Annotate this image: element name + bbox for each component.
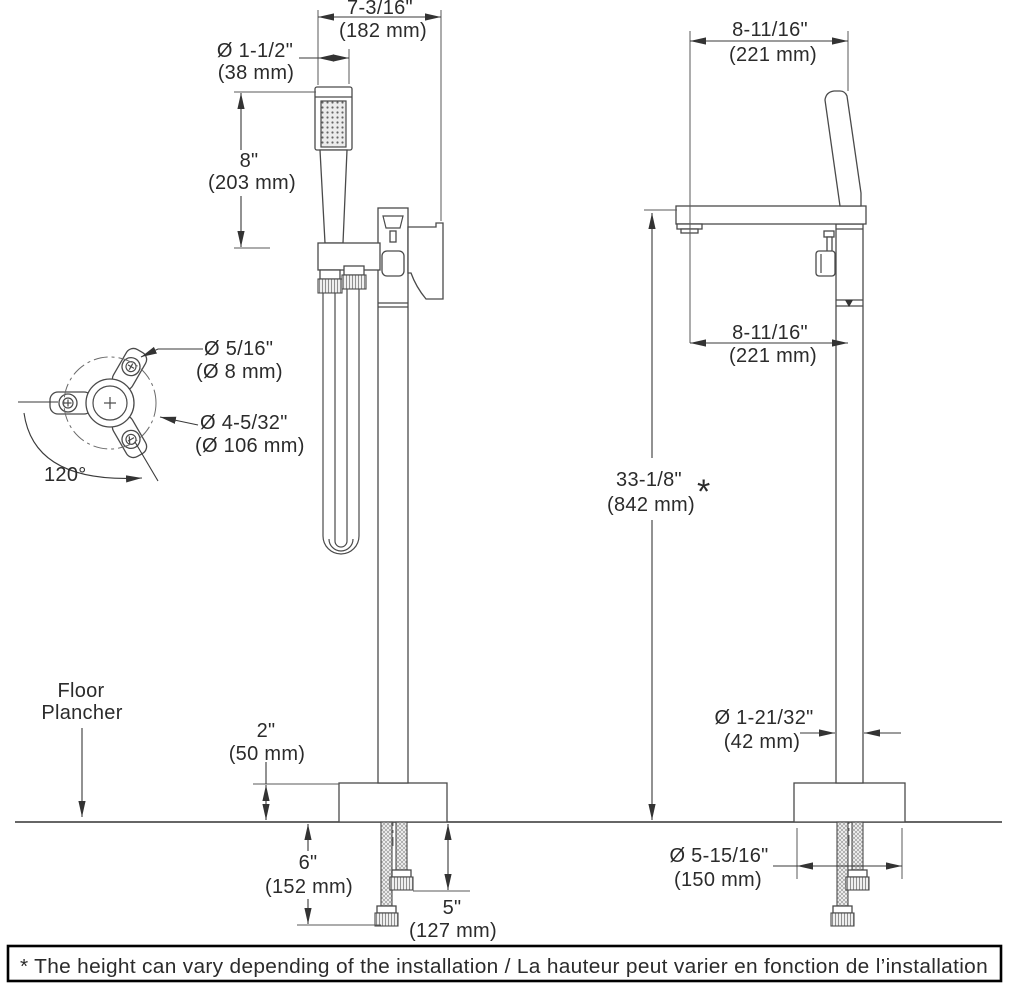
dim-label: 7-3/16" [347,0,413,19]
faucet-base-front [793,782,906,823]
dim-spout-reach-mid: 8-11/16" (221 mm) [690,322,848,367]
dim-spout-reach-top: 8-11/16" (221 mm) [689,19,849,343]
dim-label: (221 mm) [729,345,817,367]
dim-label: (203 mm) [208,172,296,194]
dim-supply-short: 5" (127 mm) [409,824,497,942]
front-view [675,90,906,927]
dim-label: (221 mm) [729,44,817,66]
dim-label: Ø 5-15/16" [669,845,768,867]
supply-hose-short-front [845,821,870,891]
supply-hose-short-side [389,821,414,891]
dim-label: 8-11/16" [732,322,808,344]
dim-mount-hole-diameter: Ø 5/16" (Ø 8 mm) [140,338,283,383]
height-asterisk: * [697,473,711,511]
dim-label: Ø 1-21/32" [714,707,813,729]
dim-label: 120° [44,464,87,486]
dim-label: 8-11/16" [732,19,808,41]
note-text: * The height can vary depending of the i… [20,956,988,978]
hose-nut-left [317,278,343,294]
dim-label: (150 mm) [674,869,762,891]
dim-label: (Ø 8 mm) [196,361,283,383]
faucet-column-front [835,223,864,784]
floor-label-fr: Plancher [41,702,122,724]
side-view [314,86,448,927]
dim-label: 33-1/8" [616,469,682,491]
dim-label: 2" [257,720,276,742]
note-box: * The height can vary depending of the i… [6,944,1003,983]
dim-base-height: 2" (50 mm) [229,720,339,820]
faucet-column-side [377,207,409,784]
dim-label: Ø 4-5/32" [200,412,288,434]
diverter-front [815,230,836,277]
floor-label-en: Floor [57,680,104,702]
dim-label: (842 mm) [607,494,695,516]
joint-marker [845,300,853,307]
diverter-knob [381,250,405,277]
dim-label: (152 mm) [265,876,353,898]
dim-label: (127 mm) [409,920,497,942]
dim-spout-reach-side: 7-3/16" (182 mm) [317,0,442,221]
handshower-sprayface [320,100,347,148]
faucet-base-side [338,782,448,823]
dim-overall-height: 33-1/8" (842 mm) * [607,209,711,820]
mount-ear [111,347,148,391]
handshower-hose [322,289,360,555]
dim-label: Ø 5/16" [204,338,273,360]
dim-label: (182 mm) [339,20,427,42]
dim-label: (38 mm) [218,62,295,84]
dim-label: (50 mm) [229,743,306,765]
dim-handshower-diameter: Ø 1-1/2" (38 mm) [217,40,350,84]
dim-label: (42 mm) [724,731,801,753]
dim-bolt-circle-diameter: Ø 4-5/32" (Ø 106 mm) [159,412,305,457]
mounting-flange-detail [49,347,157,459]
handshower-handle [319,149,348,244]
hose-nut-right [341,274,367,290]
floor-label: Floor Plancher [41,680,122,817]
dim-hole-angle: 120° [18,401,159,486]
dim-label: 6" [299,852,318,874]
dim-label: 8" [240,150,259,172]
dim-handshower-height: 8" (203 mm) [208,91,316,249]
tub-spout-side [407,222,444,300]
lever-handle [824,90,862,207]
tub-spout-front [675,205,867,225]
dim-label: Ø 1-1/2" [217,40,293,62]
dim-label: 5" [443,897,462,919]
diverter-recess [382,215,404,229]
dim-label: (Ø 106 mm) [195,435,305,457]
dim-base-diameter: Ø 5-15/16" (150 mm) [669,828,903,891]
supply-hose-long-side [374,821,399,927]
dim-column-diameter: Ø 1-21/32" (42 mm) [714,707,901,753]
bolt-circle [63,356,157,450]
diverter-pin [389,230,397,243]
dim-supply-long: 6" (152 mm) [265,824,381,926]
